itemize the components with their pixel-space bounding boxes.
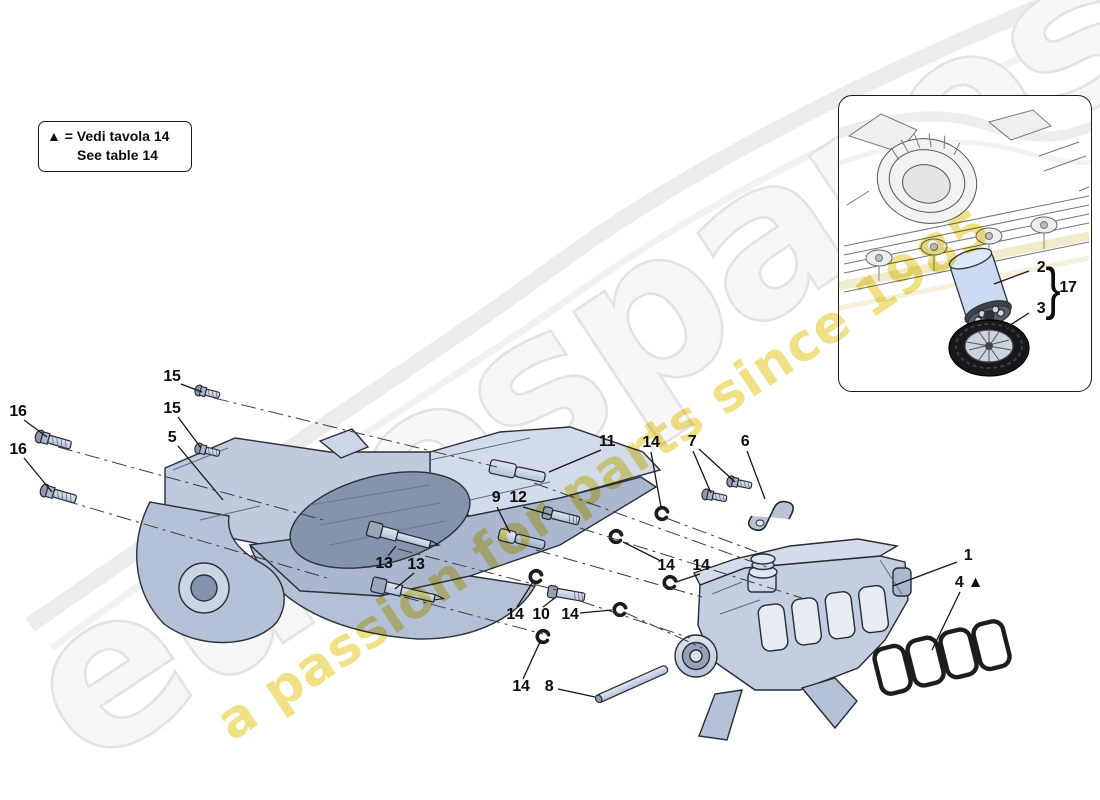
callout-14: 14 (692, 557, 710, 574)
callout-14: 14 (512, 678, 530, 695)
callout-16: 16 (9, 441, 27, 458)
callout-13: 13 (407, 556, 425, 573)
callout-15: 15 (163, 368, 181, 385)
callout-2: 2 (1036, 259, 1046, 276)
callout-17: 17 (1059, 279, 1077, 296)
brace-17: } (1045, 255, 1061, 321)
rod-8 (595, 665, 669, 704)
callout-7: 7 (687, 433, 697, 450)
callout-13: 13 (375, 555, 393, 572)
callout-8: 8 (544, 678, 554, 695)
callout-14: 14 (657, 557, 675, 574)
callout-10: 10 (532, 606, 550, 623)
callout-11: 11 (598, 433, 616, 450)
callout-12: 12 (509, 489, 527, 506)
callout-4-: 4 ▲ (954, 574, 984, 591)
callout-5: 5 (167, 429, 177, 446)
callout-6: 6 (740, 433, 750, 450)
callout-3: 3 (1036, 300, 1046, 317)
callout-14: 14 (561, 606, 579, 623)
callout-14: 14 (642, 434, 660, 451)
callout-9: 9 (491, 489, 501, 506)
callout-15: 15 (163, 400, 181, 417)
callout-14: 14 (506, 606, 524, 623)
callout-16: 16 (9, 403, 27, 420)
callout-1: 1 (963, 547, 973, 564)
